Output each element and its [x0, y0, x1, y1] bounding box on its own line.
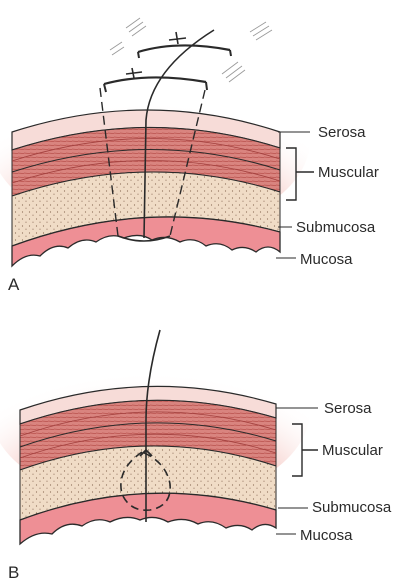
panel-letter-b: B: [8, 563, 19, 580]
panel-a: Serosa Muscular Submucosa Mucosa A: [0, 18, 379, 294]
serosa-label: Serosa: [324, 400, 372, 417]
panel-letter-a: A: [8, 275, 20, 294]
mucosa-label: Mucosa: [300, 251, 353, 268]
muscular-label: Muscular: [322, 442, 383, 459]
serosa-label: Serosa: [318, 124, 366, 141]
submucosa-label: Submucosa: [312, 499, 392, 516]
panel-b: Serosa Muscular Submucosa Mucosa B: [0, 315, 392, 580]
mucosa-label: Mucosa: [300, 527, 353, 544]
muscular-label: Muscular: [318, 164, 379, 181]
submucosa-label: Submucosa: [296, 219, 376, 236]
